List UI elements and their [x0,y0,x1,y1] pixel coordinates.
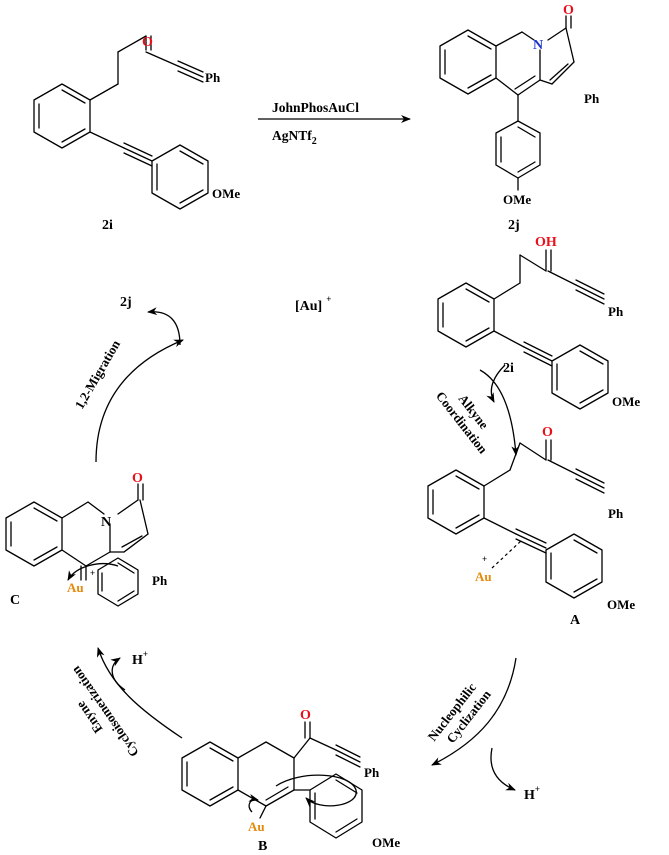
consumed-proton: H+ [132,649,148,668]
intermediate-A-methoxy-label: OMe [607,597,635,612]
intermediate-A-gold-charge: + [482,554,487,564]
compound-label-cycle-2j: 2j [120,295,132,310]
intermediate-B-oxygen-label: O [300,708,311,723]
intermediate-A-oxygen-label: O [542,425,553,440]
enyne-cycloisomerization-arrow [96,647,183,739]
product-nitrogen-label: N [533,38,543,53]
enol-hydroxyl-label: OH [535,235,557,250]
carbonyl-oxygen-label: O [142,35,153,50]
compound-2i-structure [33,35,209,210]
condition-reagent-1: JohnPhosAuCl [272,100,359,115]
proton-release-arrow [490,747,516,791]
consumed-proton-charge: + [143,649,148,659]
migration-electron-push-arrow [67,563,119,581]
product-methoxy-label: OMe [503,192,531,207]
condition-reagent-2-subscript: 2 [312,136,317,147]
gold-electron-push-arrow [248,793,259,813]
alkyne-coordination-arrow [479,369,520,456]
product-phenyl-label: Ph [584,91,600,106]
phenyl-label: Ph [205,70,221,85]
migration-arrow [95,339,184,463]
intermediate-C-gold-charge: + [90,568,95,578]
intermediate-C-oxygen-label: O [132,471,143,486]
compound-label-B: B [258,839,267,854]
step-alkyne-coordination: Alkyne Coordination [433,379,504,457]
enyne-electron-push-arrow [275,774,357,808]
compound-2j-structure [439,15,575,191]
intermediate-C-phenyl-label: Ph [152,573,168,588]
proton-uptake-arrow [110,657,126,691]
intermediate-B-structure [181,721,363,839]
step-1-2-migration: 1,2-Migration [72,337,124,412]
catalyst-label: [Au]+ [295,294,331,314]
step-nucleophilic-cyclization: Nucleophilic Cyclization [425,677,495,754]
intermediate-A-phenyl-label: Ph [608,506,624,521]
released-proton: H+ [524,784,540,803]
compound-label-C: C [10,593,20,608]
product-release-arrow [147,307,181,346]
intermediate-A-structure [427,439,605,599]
product-oxygen-label: O [563,3,574,18]
alkyne-coordination-incoming-arc [486,364,506,403]
released-proton-charge: + [535,784,540,794]
methoxy-label: OMe [212,186,240,201]
intermediate-A-gold-label: Au [475,569,492,584]
enol-phenyl-label: Ph [608,304,624,319]
nucleophilic-cyclization-arrow [431,657,517,766]
intermediate-C-nitrogen-label: N [101,515,111,530]
compound-label-A: A [570,613,581,628]
intermediate-B-phenyl-label: Ph [364,765,380,780]
enol-methoxy-label: OMe [612,394,640,409]
compound-label-2i: 2i [102,218,113,233]
intermediate-B-gold-label: Au [248,819,265,834]
compound-label-enol-2i: 2i [503,361,514,376]
catalyst-charge: + [326,294,331,304]
step-enyne-cycloisomerization: Enyne Cycloisomerization [54,663,141,769]
compound-label-2j: 2j [508,218,520,233]
intermediate-B-methoxy-label: OMe [372,835,400,850]
condition-reagent-2: AgNTf2 [272,128,317,147]
enol-2i-structure [437,249,609,410]
intermediate-C-structure [5,483,149,607]
intermediate-C-gold-label: Au [67,580,84,595]
